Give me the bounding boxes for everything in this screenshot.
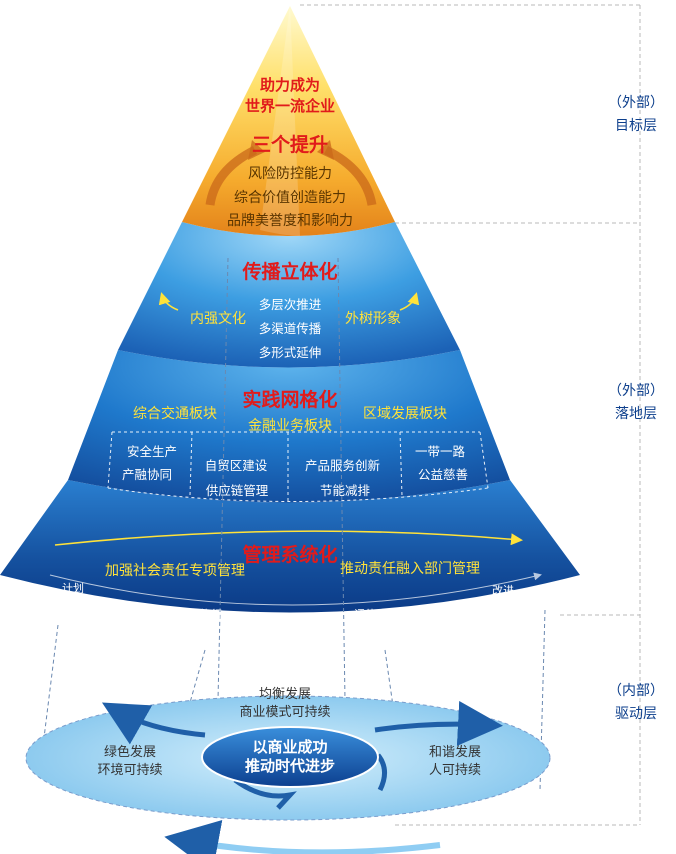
side-label-line: 目标层 xyxy=(615,118,657,134)
top-goal-line2: 世界一流企业 xyxy=(244,97,335,115)
base-right-text: 和谐发展 人可持续 xyxy=(410,744,500,780)
base-center-text: 以商业成功 推动时代进步 xyxy=(222,738,358,776)
chuanbo-item: 多层次推进 xyxy=(258,297,322,312)
grid-cell: 产品服务创新 xyxy=(304,458,380,473)
tisheng-item: 风险防控能力 xyxy=(248,166,332,182)
chuanbo-left: 内强文化 xyxy=(190,311,246,327)
side-label-driver: （内部） 驱动层 xyxy=(596,680,676,726)
cycle-step: 计划 xyxy=(62,582,84,595)
tisheng-item: 综合价值创造能力 xyxy=(234,190,346,206)
grid-cell: 一带一路 xyxy=(414,444,465,459)
chuanbo-right: 外树形象 xyxy=(345,311,401,327)
base-right-line2: 人可持续 xyxy=(428,763,481,778)
side-label-goal: （外部） 目标层 xyxy=(596,92,676,138)
guanli-right: 推动责任融入部门管理 xyxy=(340,561,480,577)
tisheng-title: 三个提升 xyxy=(251,134,328,156)
block-label: 综合交通板块 xyxy=(133,406,217,422)
layer-goal xyxy=(182,6,395,236)
top-goal-line1: 助力成为 xyxy=(259,76,320,94)
cycle-step: 执行 xyxy=(200,608,222,621)
chuanbo-title: 传播立体化 xyxy=(242,261,338,283)
guanli-title: 管理系统化 xyxy=(242,544,338,566)
grid-cell: 节能减排 xyxy=(319,483,370,498)
grid-cell: 产融协同 xyxy=(121,467,172,482)
side-label-line: 驱动层 xyxy=(615,706,657,722)
grid-cell: 供应链管理 xyxy=(205,483,269,498)
guanli-left: 加强社会责任专项管理 xyxy=(105,563,245,579)
chuanbo-item: 多渠道传播 xyxy=(258,321,322,336)
base-center-line2: 推动时代进步 xyxy=(244,757,335,775)
base-center-line1: 以商业成功 xyxy=(252,738,328,756)
tisheng-item: 品牌美誉度和影响力 xyxy=(227,213,353,229)
side-label-line: （内部） xyxy=(608,683,664,699)
layer-guanli xyxy=(0,480,580,613)
layer-guide-lines xyxy=(300,4,641,826)
base-top-text: 均衡发展 商业模式可持续 xyxy=(225,686,345,722)
cycle-step: 改进 xyxy=(492,584,514,597)
grid-cell: 公益慈善 xyxy=(417,467,468,482)
base-right-line1: 和谐发展 xyxy=(428,745,481,760)
side-label-landing: （外部） 落地层 xyxy=(596,380,676,426)
side-label-line: 落地层 xyxy=(615,406,657,422)
base-top-line1: 均衡发展 xyxy=(258,687,311,702)
side-label-line: （外部） xyxy=(608,383,664,399)
cycle-step: 评估 xyxy=(354,608,376,621)
side-label-line: （外部） xyxy=(608,95,664,111)
base-left-line2: 环境可持续 xyxy=(97,763,163,778)
base-left-text: 绿色发展 环境可持续 xyxy=(85,744,175,780)
layer-shijian xyxy=(68,350,510,503)
top-goal: 助力成为 世界一流企业 xyxy=(240,75,340,117)
base-left-line1: 绿色发展 xyxy=(103,745,156,760)
base-center-badge xyxy=(201,726,379,788)
grid-cell: 安全生产 xyxy=(126,444,177,459)
base-top-line2: 商业模式可持续 xyxy=(239,705,331,720)
layer-chuanbo xyxy=(118,222,460,368)
block-label: 金融业务板块 xyxy=(248,418,332,434)
block-label: 区域发展板块 xyxy=(363,406,447,422)
grid-cell: 自贸区建设 xyxy=(204,458,268,473)
shijian-title: 实践网格化 xyxy=(242,389,338,411)
chuanbo-item: 多形式延伸 xyxy=(258,345,322,360)
